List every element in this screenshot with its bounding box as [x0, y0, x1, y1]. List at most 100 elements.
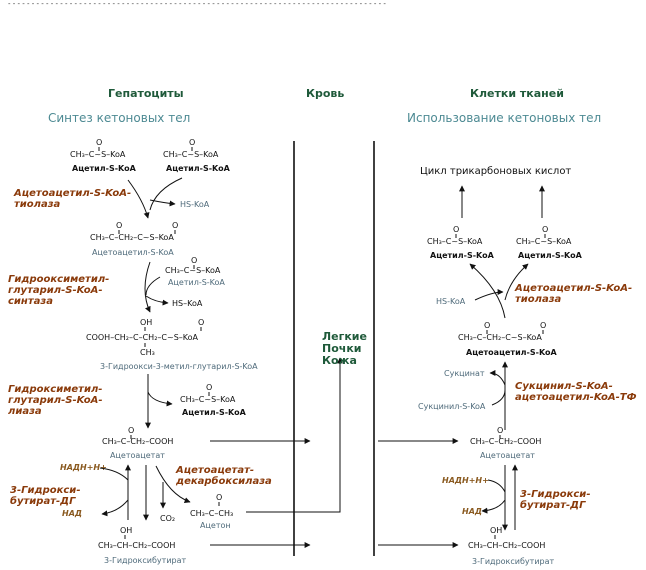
tca-cycle: Цикл трикарбоновых кислот: [420, 166, 571, 177]
organ-kidneys: Почки: [322, 342, 362, 355]
enzyme-hmg-synthase-2: глутарил-S-KoA-: [8, 285, 103, 296]
svg-text:Ацетоацетил-S-KoA: Ацетоацетил-S-KoA: [466, 348, 557, 357]
svg-text:CH₃–C~S–KoA: CH₃–C~S–KoA: [516, 237, 572, 246]
left-acetyl-coa-4: O CH₃–C~S–KoA Ацетил-S-KoA: [180, 383, 247, 417]
svg-text:CH₃: CH₃: [140, 348, 155, 357]
header-hepatocytes: Гепатоциты: [108, 87, 184, 100]
organ-skin: Кожа: [322, 354, 357, 367]
svg-text:O: O: [542, 225, 548, 234]
right-acetoacetate: O CH₃–C–CH₂–COOH Ацетоацетат: [470, 426, 541, 460]
enzyme-thiolase-left-2: тиолаза: [14, 199, 61, 210]
svg-text:CH₃–C–CH₂–C~S–KoA: CH₃–C–CH₂–C~S–KoA: [90, 233, 174, 242]
arrow-acac-to-acetone: [155, 465, 191, 504]
arrow-acetone-to-organs: [246, 357, 343, 513]
arrow-nad-right: [481, 499, 506, 514]
enzyme-hmg-lyase-1: Гидроксиметил-: [8, 384, 102, 395]
succinyl-coa: Сукцинил-S-KoA: [418, 402, 486, 411]
left-acetoacetate: O CH₃–C–CH₂–COOH Ацетоацетат: [102, 426, 173, 460]
header-blood: Кровь: [306, 87, 344, 100]
svg-text:OH: OH: [140, 318, 152, 327]
arrow-acetyl4-out: [147, 391, 173, 407]
left-hmg-coa: OH O COOH–CH₂–C–CH₂–C~S–KoA CH₃ 3-Гидроо…: [86, 318, 258, 371]
svg-text:O: O: [96, 138, 102, 147]
svg-text:Ацетил-S-KoA: Ацетил-S-KoA: [430, 251, 495, 260]
nad-left: НАД: [62, 509, 82, 518]
arrow-succinate-out: [489, 370, 506, 386]
hs-koa-right: HS-KoA: [436, 297, 466, 306]
left-acetyl-coa-2: O CH₃–C~S–KoA Ацетил-S-KoA: [163, 138, 231, 173]
svg-text:CH₃–C~S–KoA: CH₃–C~S–KoA: [163, 150, 219, 159]
svg-text:Ацетоацетил-S-KoA: Ацетоацетил-S-KoA: [92, 248, 174, 257]
svg-text:Ацетоацетат: Ацетоацетат: [480, 451, 535, 460]
arrow-nad-left: [101, 499, 129, 517]
svg-text:Ацетоацетат: Ацетоацетат: [110, 451, 165, 460]
enzyme-decarboxylase-2: декарбоксилаза: [175, 475, 272, 487]
enzyme-thiolase-left-1: Ацетоацетил-S-KoA-: [13, 188, 131, 199]
arrow-hs-koa-right: [474, 289, 504, 301]
svg-text:3-Гидроокси-3-метил-глутарил-S: 3-Гидроокси-3-метил-глутарил-S-KoA: [100, 362, 258, 371]
arrow-hs-koa-left-2: [145, 295, 169, 306]
left-acetyl-coa-1: O CH₃–C~S–KoA Ацетил-S-KoA: [70, 138, 137, 173]
svg-text:OH: OH: [120, 526, 132, 535]
svg-text:OH: OH: [490, 526, 502, 535]
svg-text:3-Гидроксибутират: 3-Гидроксибутират: [472, 557, 554, 566]
svg-text:O: O: [497, 426, 503, 435]
svg-text:CH₃–C~S–KoA: CH₃–C~S–KoA: [165, 266, 221, 275]
svg-text:O: O: [206, 383, 212, 392]
arrow-hs-koa-left: [149, 199, 176, 207]
svg-text:CH₃–C–CH₂–COOH: CH₃–C–CH₂–COOH: [102, 437, 173, 446]
svg-text:3-Гидроксибутират: 3-Гидроксибутират: [104, 556, 186, 565]
enzyme-hmg-synthase-3: синтаза: [8, 296, 53, 307]
left-3-hydroxybutyrate: OH CH₃–CH–CH₂–COOH 3-Гидроксибутират: [98, 526, 186, 565]
svg-text:Ацетил-S-KoA: Ацетил-S-KoA: [182, 408, 247, 417]
svg-text:O: O: [216, 493, 222, 502]
top-dashed-rule: - - - - - - - - - - - - - - - - - - - - …: [8, 0, 386, 8]
svg-text:O: O: [484, 321, 490, 330]
svg-text:CH₃–C~S–KoA: CH₃–C~S–KoA: [427, 237, 483, 246]
enzyme-transferase-2: ацетоацетил-KoA-ТФ: [515, 392, 637, 403]
arrow-acac-coa-to-acetyl-right: [469, 263, 506, 319]
svg-text:O: O: [540, 321, 546, 330]
svg-text:Ацетил-S-KoA: Ацетил-S-KoA: [72, 164, 137, 173]
nadh-right: НАДН+Н+: [442, 476, 489, 485]
arrow-nadh-left: [99, 467, 129, 481]
svg-text:COOH–CH₂–C–CH₂–C~S–KoA: COOH–CH₂–C–CH₂–C~S–KoA: [86, 333, 199, 342]
hs-koa-left-2: HS–KoA: [172, 299, 203, 308]
left-acetone: O CH₃–C–CH₃ Ацетон: [190, 493, 233, 530]
right-3-hydroxybutyrate: OH CH₃–CH–CH₂–COOH 3-Гидроксибутират: [468, 526, 554, 566]
arrow-acac-coa-to-acetyl2-right: [504, 263, 529, 301]
enzyme-bhb-dh-left-2: бутират-ДГ: [10, 495, 76, 507]
right-acetyl-coa-2: O CH₃–C~S–KoA Ацетил-S-KoA: [516, 225, 583, 260]
enzyme-bhb-dh-right-2: бутират-ДГ: [520, 499, 586, 511]
nad-right: НАД: [462, 507, 482, 516]
enzyme-bhb-dh-left-1: 3-Гидрокси-: [10, 485, 80, 496]
succinate: Сукцинат: [444, 369, 485, 378]
svg-text:CH₃–CH–CH₂–COOH: CH₃–CH–CH₂–COOH: [468, 541, 545, 550]
right-acetoacetyl-coa: O O CH₃–C–CH₂–C~S–KoA Ацетоацетил-S-KoA: [458, 321, 557, 357]
enzyme-thiolase-right-2: тиолаза: [515, 294, 562, 305]
arrow-acac-coa-to-hmg: [144, 261, 151, 313]
svg-text:O: O: [172, 221, 178, 230]
enzyme-decarboxylase-1: Ацетоацетат-: [175, 465, 254, 476]
arrow-acetyl3-merge: [145, 276, 161, 296]
arrow-acetyl-to-acac-coa: [127, 179, 150, 219]
svg-text:CH₃–C~S–KoA: CH₃–C~S–KoA: [180, 395, 236, 404]
nadh-left: НАДН+Н+: [60, 463, 107, 472]
svg-text:O: O: [116, 221, 122, 230]
enzyme-hmg-synthase-1: Гидрооксиметил-: [8, 274, 109, 285]
svg-text:Ацетил-S-KoA: Ацетил-S-KoA: [166, 164, 231, 173]
enzyme-bhb-dh-right-1: 3-Гидрокси-: [520, 489, 590, 500]
svg-text:O: O: [189, 138, 195, 147]
enzyme-hmg-lyase-2: глутарил-S-KoA-: [8, 395, 103, 406]
enzyme-transferase-1: Сукцинил-S-KoA-: [515, 381, 613, 392]
left-acetoacetyl-coa: O O CH₃–C–CH₂–C~S–KoA Ацетоацетил-S-KoA: [90, 221, 178, 257]
svg-text:Ацетил-S-KoA: Ацетил-S-KoA: [168, 278, 225, 287]
arrow-succinyl-in: [491, 389, 506, 406]
header-tissue-cells: Клетки тканей: [470, 87, 564, 100]
left-acetyl-coa-3: O CH₃–C~S–KoA Ацетил-S-KoA: [165, 256, 225, 287]
svg-text:CH₃–C–CH₃: CH₃–C–CH₃: [190, 509, 233, 518]
subtitle-synthesis: Синтез кетоновых тел: [48, 111, 190, 125]
svg-text:CH₃–C~S–KoA: CH₃–C~S–KoA: [70, 150, 126, 159]
svg-text:CH₃–C–CH₂–C~S–KoA: CH₃–C–CH₂–C~S–KoA: [458, 333, 542, 342]
